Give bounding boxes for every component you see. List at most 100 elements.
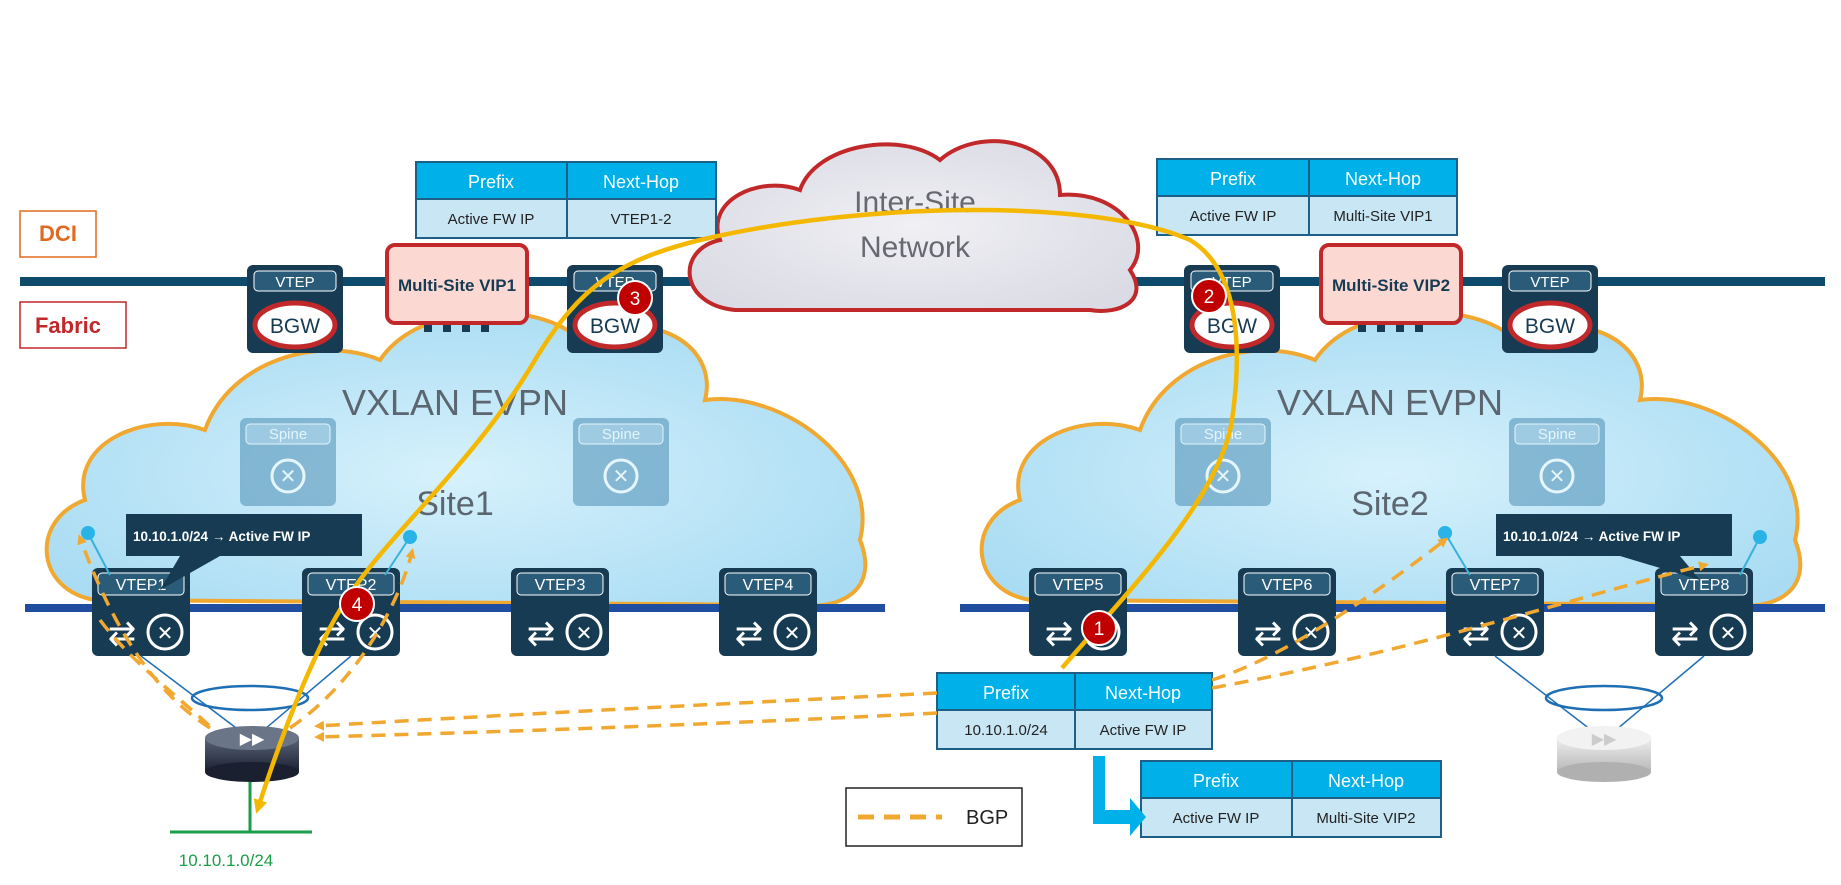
svg-text:VTEP6: VTEP6 (1262, 577, 1313, 594)
svg-text:✕: ✕ (576, 623, 593, 645)
vtep7: VTEP7 ⇄ ✕ (1446, 568, 1544, 656)
fabric-label: Fabric (35, 313, 101, 338)
svg-text:Active FW IP: Active FW IP (448, 211, 535, 228)
svg-text:VTEP: VTEP (1530, 274, 1569, 291)
svg-text:Active FW IP: Active FW IP (1190, 208, 1277, 225)
svg-text:10.10.1.0/24 → Active FW IP: 10.10.1.0/24 → Active FW IP (1503, 529, 1680, 544)
step-badge-1: 1 (1081, 610, 1117, 646)
callout-site2: 10.10.1.0/24 → Active FW IP (1496, 514, 1732, 580)
bgp-paths (77, 534, 1709, 742)
legend: BGP (845, 787, 1023, 847)
step-badge-4: 4 (339, 586, 375, 622)
inter-site-line2: Network (860, 231, 971, 264)
svg-text:Spine: Spine (1538, 426, 1576, 443)
svg-text:✕: ✕ (1549, 466, 1566, 488)
svg-text:⇄: ⇄ (527, 615, 556, 653)
table-site1-top: Prefix Next-Hop Active FW IP VTEP1-2 (415, 161, 717, 239)
bgw-site2-right: VTEP BGW (1502, 265, 1598, 353)
svg-text:⇄: ⇄ (735, 615, 764, 653)
fabric-label-box: Fabric (19, 301, 127, 349)
svg-text:Next-Hop: Next-Hop (603, 172, 679, 192)
svg-text:⇄: ⇄ (1671, 615, 1700, 653)
callout-site1: 10.10.1.0/24 → Active FW IP (126, 514, 362, 590)
dci-label: DCI (39, 221, 77, 246)
svg-text:3: 3 (630, 289, 641, 310)
site2-cloud-title: VXLAN EVPN (1277, 382, 1503, 423)
site1-cloud (44, 310, 868, 608)
table-vtep5: Prefix Next-Hop 10.10.1.0/24 Active FW I… (936, 672, 1213, 750)
svg-text:Prefix: Prefix (1193, 771, 1239, 791)
svg-text:Spine: Spine (602, 426, 640, 443)
svg-text:✕: ✕ (157, 623, 174, 645)
svg-text:Active FW IP: Active FW IP (1173, 810, 1260, 827)
vtep8: VTEP8 ⇄ ✕ (1655, 568, 1753, 656)
svg-text:2: 2 (1204, 287, 1215, 308)
svg-text:Spine: Spine (269, 426, 307, 443)
dci-label-box: DCI (19, 210, 97, 258)
svg-text:VTEP1: VTEP1 (116, 577, 167, 594)
site1-cloud-title: VXLAN EVPN (342, 382, 568, 423)
bgw-site1-left: VTEP BGW (247, 265, 343, 353)
table-link-arrow (1093, 756, 1146, 836)
svg-text:Multi-Site VIP2: Multi-Site VIP2 (1316, 810, 1415, 827)
vtep3: VTEP3 ⇄ ✕ (511, 568, 609, 656)
svg-text:Spine: Spine (1204, 426, 1242, 443)
vtep1: VTEP1 ⇄ ✕ (92, 568, 190, 656)
svg-text:BGW: BGW (1525, 315, 1575, 338)
svg-text:Next-Hop: Next-Hop (1105, 683, 1181, 703)
step-badge-2: 2 (1191, 278, 1227, 314)
site1-label: Site1 (416, 485, 494, 523)
spine-site2-b: Spine ✕ (1509, 418, 1605, 506)
svg-text:VTEP4: VTEP4 (743, 577, 794, 594)
multisite-vip2: Multi-Site VIP2 (1319, 243, 1463, 332)
vtep6: VTEP6 ⇄ ✕ (1238, 568, 1336, 656)
vtep4: VTEP4 ⇄ ✕ (719, 568, 817, 656)
svg-text:Multi-Site VIP2: Multi-Site VIP2 (1332, 276, 1450, 295)
site2-fabric-line (960, 604, 1825, 612)
svg-text:✕: ✕ (784, 623, 801, 645)
svg-text:Prefix: Prefix (1210, 169, 1256, 189)
svg-text:▶▶: ▶▶ (1592, 731, 1617, 748)
svg-text:✕: ✕ (1303, 623, 1320, 645)
svg-text:Next-Hop: Next-Hop (1328, 771, 1404, 791)
svg-text:✕: ✕ (1720, 623, 1737, 645)
step-badge-3: 3 (617, 280, 653, 316)
svg-text:⇄: ⇄ (1254, 615, 1283, 653)
svg-text:⇄: ⇄ (1045, 615, 1074, 653)
spine-site1-b: Spine ✕ (573, 418, 669, 506)
active-firewall-router: ▶▶ (205, 726, 299, 782)
svg-text:1: 1 (1094, 619, 1105, 640)
endpoint-markers (81, 526, 1767, 576)
svg-text:10.10.1.0/24: 10.10.1.0/24 (964, 722, 1047, 739)
svg-text:VTEP3: VTEP3 (535, 577, 586, 594)
inter-site-cloud: Inter-Site Network (687, 139, 1141, 313)
svg-text:VTEP8: VTEP8 (1679, 577, 1730, 594)
svg-text:⇄: ⇄ (1462, 615, 1491, 653)
legend-bgp-label: BGP (966, 807, 1008, 829)
svg-text:✕: ✕ (613, 466, 630, 488)
subnet-label: 10.10.1.0/24 (179, 851, 274, 870)
site1-fabric-line (25, 604, 885, 612)
svg-text:VTEP7: VTEP7 (1470, 577, 1521, 594)
svg-text:Next-Hop: Next-Hop (1345, 169, 1421, 189)
svg-text:Multi-Site VIP1: Multi-Site VIP1 (398, 276, 516, 295)
svg-text:✕: ✕ (1511, 623, 1528, 645)
svg-text:VTEP: VTEP (275, 274, 314, 291)
svg-text:4: 4 (352, 595, 363, 616)
svg-text:▶▶: ▶▶ (240, 731, 265, 748)
multisite-vip1: Multi-Site VIP1 (385, 243, 529, 332)
svg-text:Prefix: Prefix (983, 683, 1029, 703)
subnet-site1: 10.10.1.0/24 (170, 782, 312, 870)
svg-text:Multi-Site VIP1: Multi-Site VIP1 (1333, 208, 1432, 225)
svg-text:BGW: BGW (270, 315, 320, 338)
vpc-links-site2 (1494, 655, 1705, 741)
svg-text:VTEP5: VTEP5 (1053, 577, 1104, 594)
svg-text:Prefix: Prefix (468, 172, 514, 192)
spine-site2-a: Spine ✕ (1175, 418, 1271, 506)
site2-label: Site2 (1351, 485, 1429, 523)
svg-text:✕: ✕ (280, 466, 297, 488)
table-site2-top: Prefix Next-Hop Active FW IP Multi-Site … (1156, 158, 1458, 236)
table-vtep5-nexthop: Prefix Next-Hop Active FW IP Multi-Site … (1140, 760, 1442, 838)
svg-text:10.10.1.0/24 → Active FW IP: 10.10.1.0/24 → Active FW IP (133, 529, 310, 544)
